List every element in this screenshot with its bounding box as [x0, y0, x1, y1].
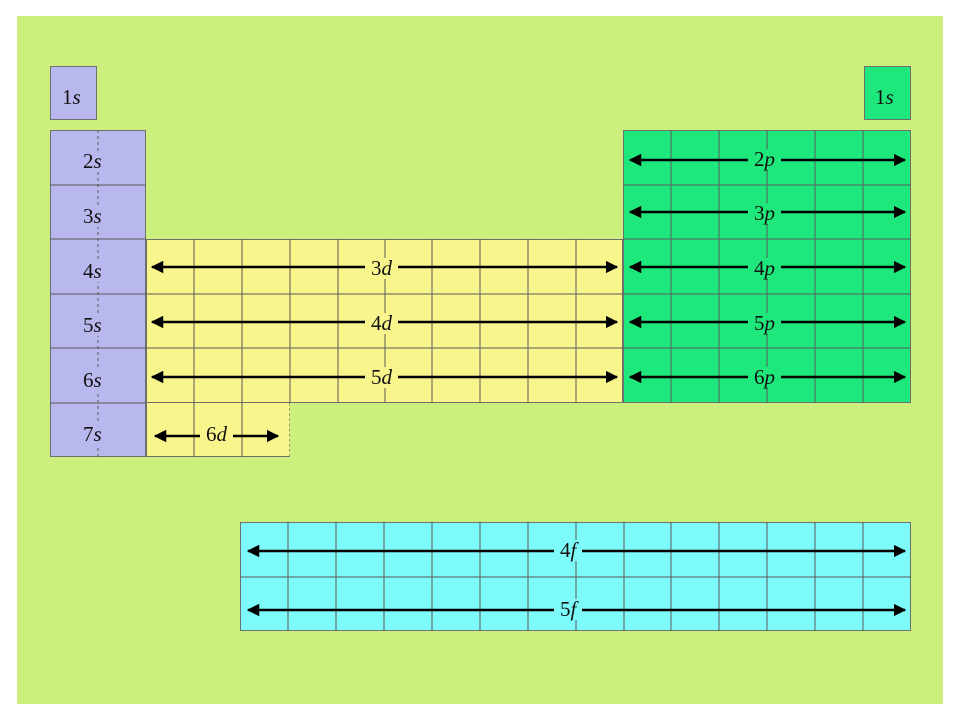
label-6p: 6p — [748, 367, 781, 388]
label-5f: 5f — [554, 599, 583, 620]
s-block-h-1s — [50, 66, 97, 120]
label-2p: 2p — [748, 149, 781, 170]
label-3p: 3p — [748, 203, 781, 224]
s-block-he-1s — [864, 66, 911, 120]
label-7s: 7s — [77, 424, 108, 445]
label-1s-he: 1s — [875, 85, 894, 109]
label-3s: 3s — [77, 206, 108, 227]
label-6s: 6s — [77, 370, 108, 391]
label-5d: 5d — [365, 367, 398, 388]
label-4s: 4s — [77, 261, 108, 282]
label-5p: 5p — [748, 313, 781, 334]
label-1s-h: 1s — [62, 85, 81, 109]
label-5s: 5s — [77, 315, 108, 336]
label-3d: 3d — [365, 258, 398, 279]
label-2s: 2s — [77, 151, 108, 172]
label-4p: 4p — [748, 258, 781, 279]
label-6d: 6d — [200, 424, 233, 445]
label-4d: 4d — [365, 313, 398, 334]
label-4f: 4f — [554, 540, 583, 561]
